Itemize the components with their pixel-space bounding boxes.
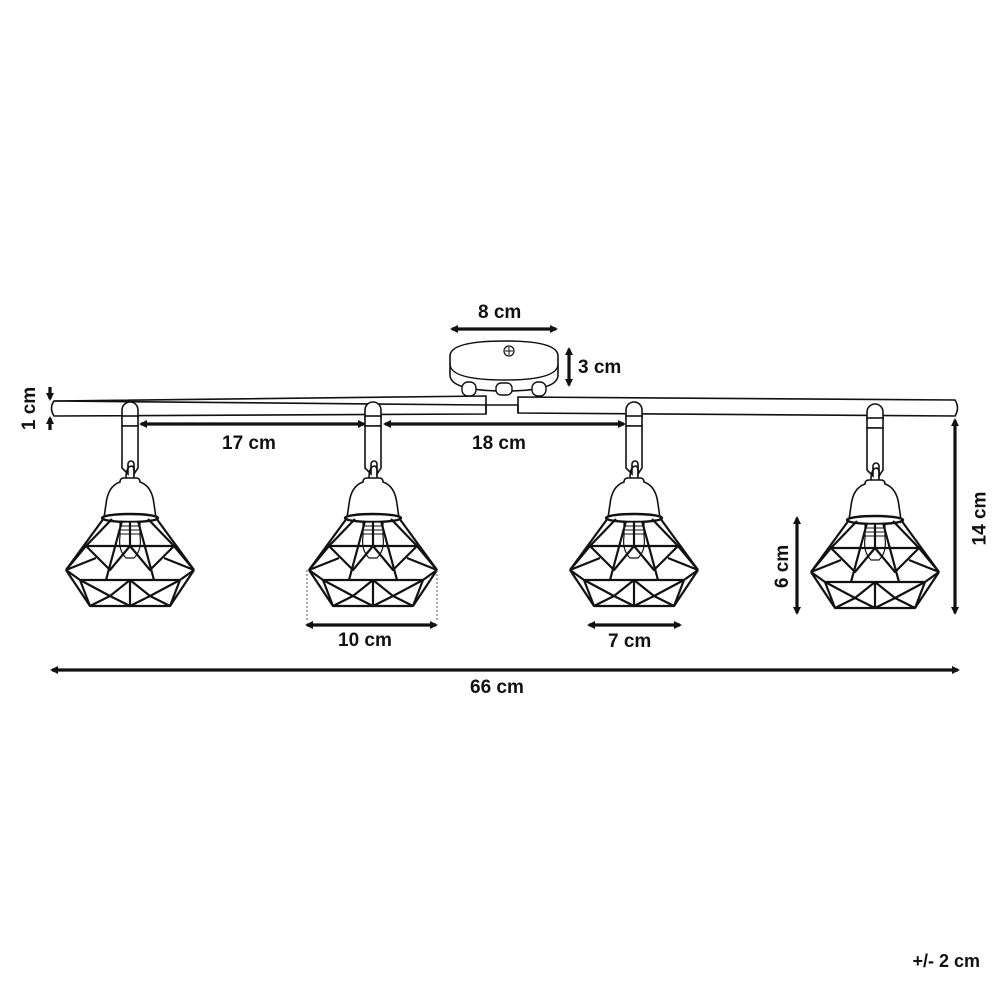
shade-bottom-width-label: 7 cm (608, 631, 652, 652)
bar-thickness-label: 1 cm (19, 386, 41, 431)
tolerance-note: +/- 2 cm (912, 951, 980, 971)
dimension-lines (46, 325, 960, 674)
extension-lines (306, 570, 438, 620)
shade-height-label: 6 cm (772, 544, 794, 589)
total-height-label: 14 cm (969, 491, 991, 546)
spacing-center-label: 18 cm (472, 433, 526, 454)
spacing-left-label: 17 cm (222, 433, 276, 454)
ceiling-canopy (449, 340, 559, 397)
spotlight-2 (307, 400, 439, 608)
canopy-height-label: 3 cm (578, 357, 622, 378)
shade-width-label: 10 cm (338, 630, 392, 651)
canopy-width-label: 8 cm (478, 302, 522, 323)
total-length-label: 66 cm (470, 677, 524, 698)
spotlight-3 (568, 400, 700, 608)
spotlight-1 (64, 400, 196, 608)
spotlight-4 (809, 402, 941, 610)
mounting-bar (50, 395, 959, 417)
